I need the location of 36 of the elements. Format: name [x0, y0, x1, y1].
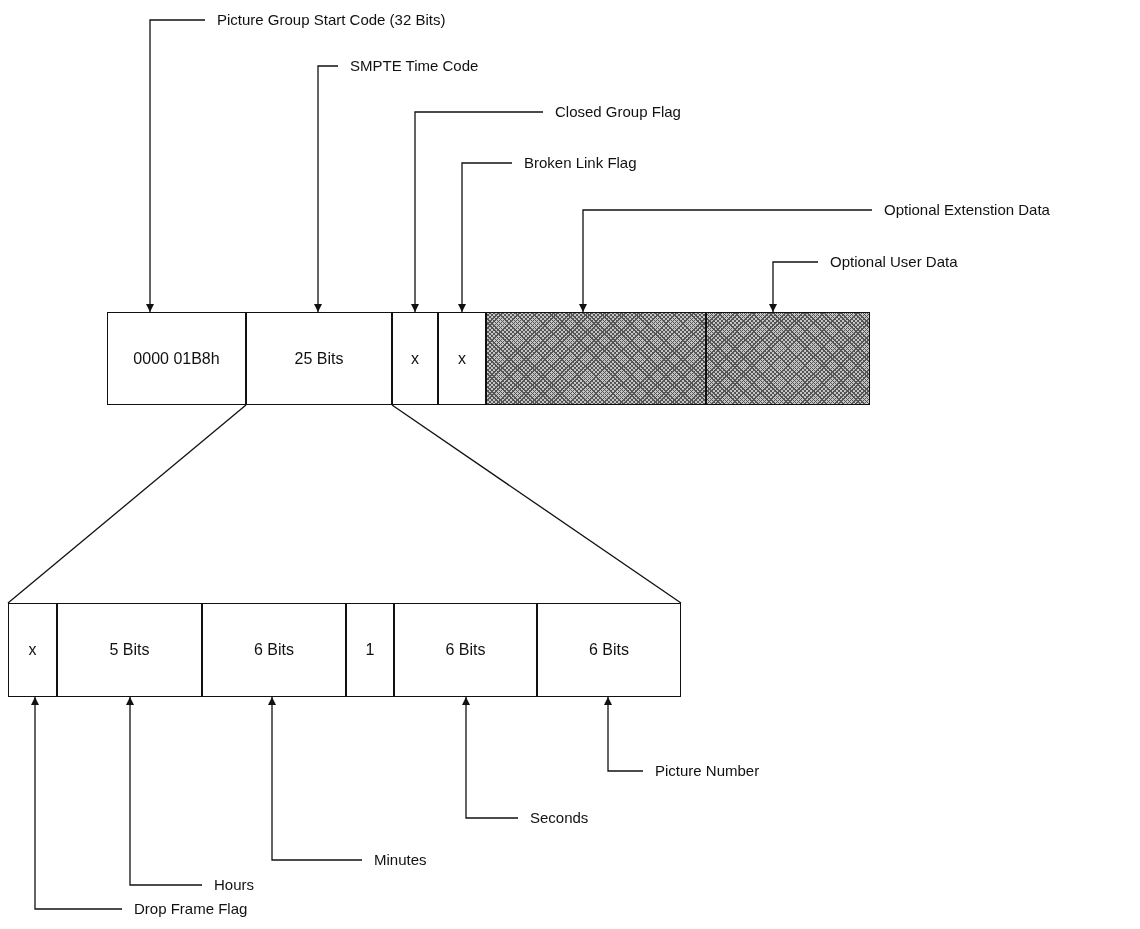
bit-field: 6 Bits	[394, 603, 537, 697]
field-label: Broken Link Flag	[512, 153, 637, 173]
bit-field: 6 Bits	[202, 603, 346, 697]
bit-field: 0000 01B8h	[107, 312, 246, 405]
leader-arrow	[314, 65, 339, 313]
hatched-field	[486, 312, 706, 405]
field-label: SMPTE Time Code	[338, 56, 479, 76]
expansion-line	[391, 404, 682, 604]
leader-arrow	[126, 696, 203, 886]
bit-field: 1	[346, 603, 394, 697]
field-label: Hours	[202, 875, 254, 895]
bit-field: 6 Bits	[537, 603, 681, 697]
leader-arrow	[579, 209, 873, 313]
field-label: Closed Group Flag	[543, 102, 681, 122]
leader-arrow	[458, 162, 513, 313]
expansion-line	[7, 404, 247, 604]
hatched-field	[706, 312, 870, 405]
field-label: Picture Number	[643, 761, 760, 781]
bit-field: x	[438, 312, 486, 405]
bit-field: x	[392, 312, 438, 405]
field-label: Minutes	[362, 850, 427, 870]
bit-field: 25 Bits	[246, 312, 392, 405]
bit-field: x	[8, 603, 57, 697]
leader-arrow	[769, 261, 819, 313]
leader-arrow	[268, 696, 363, 861]
field-label: Optional User Data	[818, 252, 958, 272]
leader-arrow	[31, 696, 123, 910]
bit-field: 5 Bits	[57, 603, 202, 697]
field-label: Seconds	[518, 808, 589, 828]
leader-arrow	[462, 696, 519, 819]
leader-arrow	[604, 696, 644, 772]
field-label: Optional Extenstion Data	[872, 200, 1050, 220]
leader-arrow	[146, 19, 206, 313]
leader-arrow	[411, 111, 544, 313]
field-label: Picture Group Start Code (32 Bits)	[205, 10, 446, 30]
field-label: Drop Frame Flag	[122, 899, 248, 919]
